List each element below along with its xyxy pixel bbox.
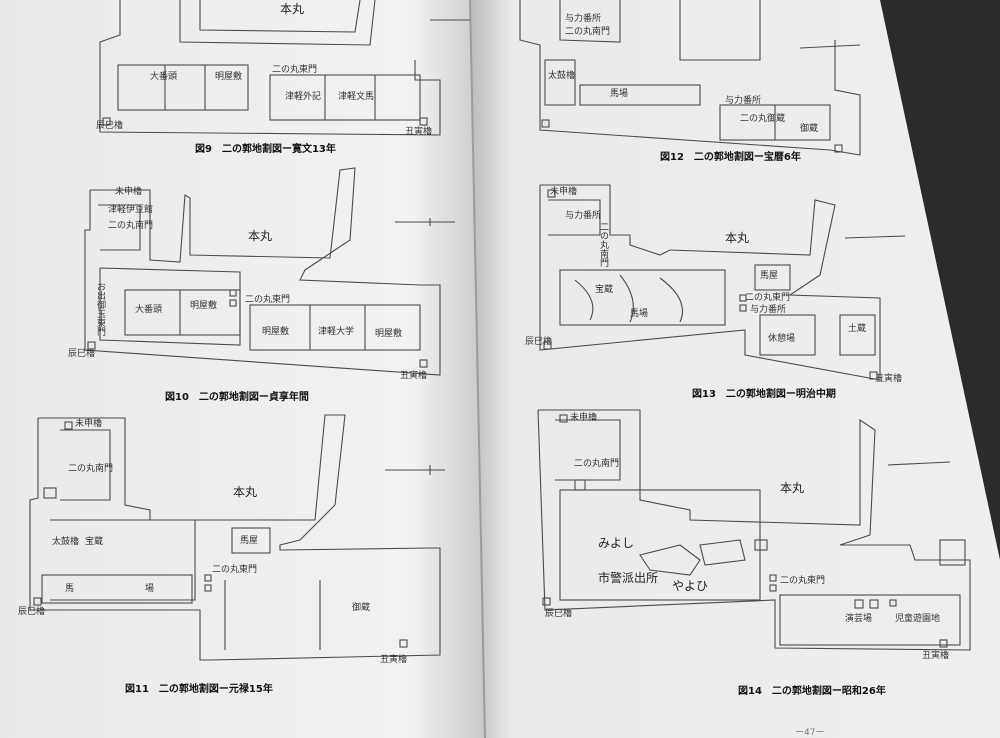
fig9-caption: 図9 二の郭地割図ー寛文13年: [195, 144, 336, 155]
fig12-caption: 図12 二の郭地割図ー宝暦6年: [660, 152, 801, 163]
fig13-label: 土蔵: [848, 324, 867, 334]
fig10-label: 未申櫓: [115, 187, 143, 197]
fig14-label: 市警派出所: [598, 571, 659, 585]
fig13-label: 辰巳櫓: [525, 337, 553, 347]
fig12-map: [519, 0, 861, 156]
fig14-label: みよし: [598, 536, 635, 550]
fig9-label: 明屋敷: [215, 72, 243, 82]
fig13-label: 馬場: [630, 309, 649, 319]
fig10-label: 丑寅櫓: [400, 371, 428, 381]
fig13-caption: 図13 二の郭地割図ー明治中期: [692, 389, 836, 400]
fig13-label: 宝蔵: [595, 285, 614, 295]
fig13-label: 丑寅櫓: [875, 374, 903, 384]
fig14-caption: 図14 二の郭地割図ー昭和26年: [738, 686, 886, 697]
fig11-label: 二の丸南門: [68, 464, 114, 474]
fig10-label: 辰巳櫓: [68, 349, 96, 359]
fig11-label: 御蔵: [352, 603, 371, 613]
fig13-label: 馬屋: [760, 271, 779, 281]
fig14-label: 丑寅櫓: [922, 651, 950, 661]
fig10-map: [84, 167, 455, 376]
fig10-label-honmaru: 本丸: [248, 229, 273, 243]
fig12-label: 与力番所: [725, 96, 762, 106]
fig14-label: 児童遊園地: [895, 614, 941, 624]
fig14-label: 未申櫓: [570, 413, 598, 423]
fig11-label: 二の丸東門: [212, 565, 258, 575]
fig13-label-honmaru: 本丸: [725, 231, 750, 245]
fig11-label: 辰巳櫓: [18, 607, 46, 617]
page-number: ー47ー: [795, 728, 825, 738]
fig10-label: 明屋敷: [190, 301, 218, 311]
fig11-label: 宝蔵: [85, 537, 104, 547]
fig13-label: 休憩場: [768, 334, 796, 344]
fig11-label: 馬屋: [240, 536, 259, 546]
fig9-label: 二の丸東門: [272, 65, 318, 75]
fig9-label: 辰巳櫓: [96, 121, 124, 131]
fig13-label: 与力番所: [565, 211, 602, 221]
fig9-label: 丑寅櫓: [405, 127, 433, 137]
fig10-caption: 図10 二の郭地割図ー貞享年間: [165, 392, 309, 403]
fig14-label: 二の丸南門: [574, 459, 620, 469]
fig10-label: 二の丸南門: [108, 221, 154, 231]
fig11-label: 馬: [65, 584, 75, 594]
fig11-label-honmaru: 本丸: [233, 485, 258, 499]
fig11-label: 丑寅櫓: [380, 655, 408, 665]
fig14-label: 演芸場: [845, 614, 873, 624]
fig9-label: 津軽外記: [285, 92, 322, 102]
right-page: [470, 0, 1000, 738]
fig9-label: 大番頭: [150, 72, 178, 82]
fig11-caption: 図11 二の郭地割図ー元禄15年: [125, 684, 273, 695]
fig9-label: 津軽文馬: [338, 92, 375, 102]
fig14-label: 二の丸東門: [780, 576, 826, 586]
fig12-label: 太鼓櫓: [548, 71, 576, 81]
fig13-label: 未申櫓: [550, 187, 578, 197]
fig11-map: [29, 414, 445, 661]
fig10-label: 明屋敷: [375, 329, 403, 339]
fig12-label: 二の丸御蔵: [740, 114, 786, 124]
fig12-label: 二の丸南門: [565, 27, 611, 37]
fig10-label: 大番頭: [135, 305, 163, 315]
fig9-map: [99, 0, 470, 136]
fig13-label: 二の丸南門: [598, 222, 608, 267]
fig12-label: 与力番所: [565, 14, 602, 24]
book-gutter: [469, 0, 486, 738]
fig10-label: お出御玉東門: [95, 282, 105, 336]
fig14-label: 辰巳櫓: [545, 609, 573, 619]
fig10-label: 津軽伊豆館: [108, 205, 154, 215]
fig11-label: 場: [145, 584, 155, 594]
fig14-label-honmaru: 本丸: [780, 481, 805, 495]
fig11-label: 未申櫓: [75, 419, 103, 429]
fig10-label: 二の丸東門: [245, 295, 291, 305]
fig14-label: やよひ: [672, 579, 709, 593]
fig13-map: [539, 184, 906, 381]
fig13-label: 与力番所: [750, 305, 787, 315]
fig10-label: 津軽大学: [318, 327, 355, 337]
fig14-map: [537, 409, 971, 651]
fig12-label: 馬場: [610, 89, 629, 99]
fig11-label: 太鼓櫓: [52, 537, 80, 547]
fig12-label: 御蔵: [800, 124, 819, 134]
fig13-label: 二の丸東門: [745, 293, 791, 303]
fig10-label: 明屋敷: [262, 327, 290, 337]
fig9-label-honmaru: 本丸: [280, 2, 305, 16]
left-page: [0, 0, 485, 738]
